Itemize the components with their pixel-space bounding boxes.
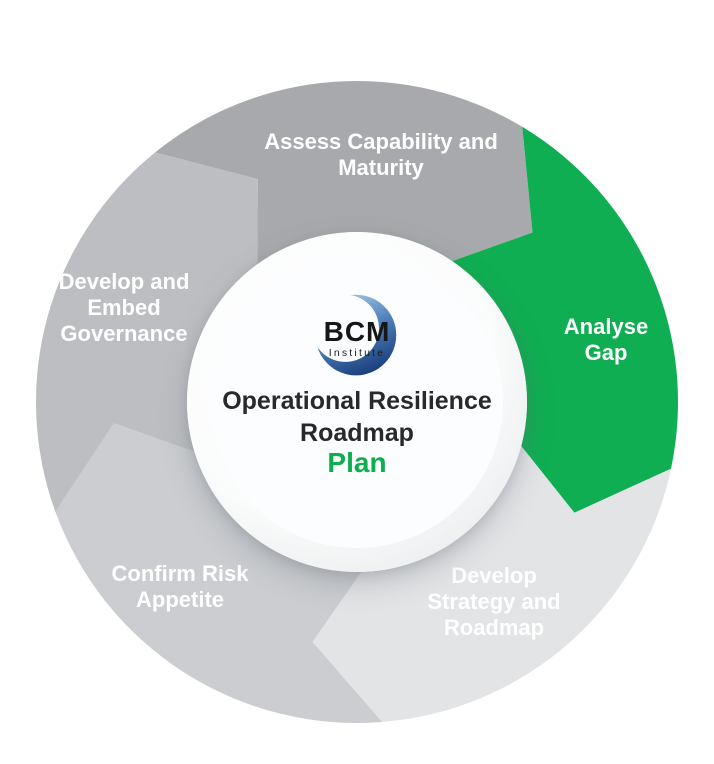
logo-subtext: Institute (328, 347, 386, 359)
segment-label-assess-capability-and-maturity: Assess Capability and Maturity (264, 129, 498, 180)
segment-develop-strategy-and-roadmap (312, 446, 671, 722)
segment-label-develop-and-embed-governance: Develop and Embed Governance (58, 269, 190, 346)
segment-assess-capability-and-maturity (155, 80, 533, 265)
roadmap-title: Operational Resilience Roadmap (222, 387, 492, 447)
segment-label-confirm-risk-appetite: Confirm Risk Appetite (111, 561, 249, 612)
segment-analyse-gap (452, 126, 679, 513)
roadmap-phase: Plan (327, 447, 387, 478)
segment-develop-and-embed-governance (36, 152, 258, 512)
segment-label-analyse-gap: Analyse Gap (563, 314, 649, 365)
segment-label-develop-strategy-and-roadmap: Develop Strategy and Roadmap (427, 563, 561, 640)
bcm-institute-logo (306, 288, 402, 384)
logo-text: BCM (323, 316, 391, 347)
segment-confirm-risk-appetite (55, 423, 383, 723)
logo-swoosh-icon (311, 294, 397, 376)
